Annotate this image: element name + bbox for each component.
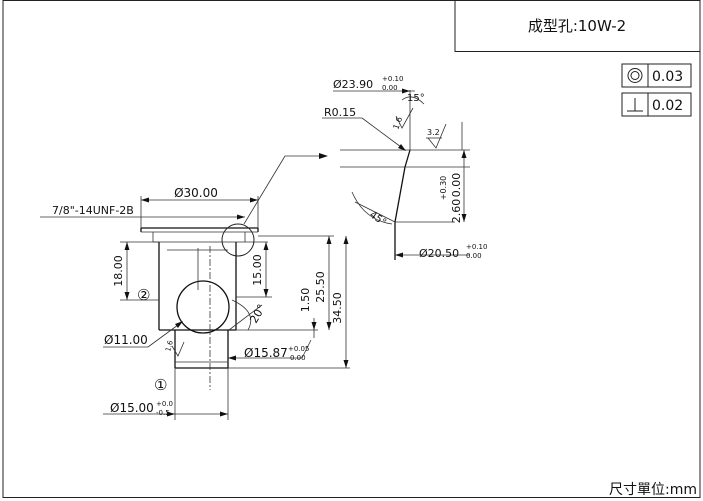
svg-text:R0.15: R0.15: [324, 106, 356, 119]
svg-text:+0.30: +0.30: [439, 176, 448, 201]
dimension-angle45: 45°: [351, 191, 396, 229]
main-view: [140, 223, 268, 390]
svg-text:Ø23.90: Ø23.90: [333, 78, 373, 91]
tolerance-frame-concentricity: 0.03: [621, 63, 692, 88]
svg-text:-0.5: -0.5: [156, 409, 170, 417]
svg-text:25.50: 25.50: [314, 271, 327, 303]
svg-text:34.50: 34.50: [331, 292, 344, 324]
svg-text:7/8"-14UNF-2B: 7/8"-14UNF-2B: [52, 204, 134, 217]
svg-text:+0.10: +0.10: [382, 75, 403, 83]
dimension-h15: 15.00: [236, 242, 272, 298]
dimension-d30: Ø30.00: [140, 186, 259, 228]
svg-text:1.50: 1.50: [299, 288, 312, 313]
dimension-h18: 18.00: [112, 241, 159, 301]
dimension-d1587: Ø15.87 +0.05 0.00: [228, 339, 312, 362]
svg-text:0.00: 0.00: [290, 354, 306, 362]
svg-text:Ø11.00: Ø11.00: [104, 333, 148, 347]
svg-text:+0.05: +0.05: [288, 345, 309, 353]
concentricity-icon: [627, 68, 643, 83]
svg-text:45°: 45°: [367, 209, 388, 228]
roughness-mark-detail-2: 3.2: [426, 122, 463, 150]
dimension-r015: R0.15: [322, 106, 406, 151]
svg-text:Ø15.00: Ø15.00: [110, 401, 154, 415]
detail-leader: [243, 153, 328, 225]
marker-1: ①: [154, 376, 167, 394]
dimension-d11: Ø11.00: [103, 321, 183, 348]
svg-text:Ø30.00: Ø30.00: [174, 186, 218, 200]
dimension-angle20: 20°: [228, 299, 268, 331]
dimension-angle15: 15°: [401, 93, 425, 105]
svg-text:15.00: 15.00: [251, 254, 264, 286]
detail-circle-marker: [221, 223, 255, 257]
roughness-mark-main: 1.6: [164, 339, 185, 357]
dimension-d2390: Ø23.90 +0.10 0.00: [333, 75, 415, 94]
dimension-h260: +0.30 0.00 2.60: [439, 150, 467, 223]
svg-text:1.6: 1.6: [164, 339, 175, 352]
roughness-mark-detail-1: 1.6: [391, 107, 414, 131]
detail-view: [340, 90, 470, 260]
svg-text:0.00: 0.00: [382, 84, 398, 92]
svg-text:2.60: 2.60: [450, 199, 463, 224]
perpendicularity-icon: [627, 98, 643, 112]
svg-text:15°: 15°: [407, 93, 425, 104]
dimension-h2550: 25.50: [258, 235, 334, 330]
svg-text:18.00: 18.00: [112, 255, 125, 287]
svg-text:Ø15.87: Ø15.87: [244, 346, 288, 360]
tolerance-value-perpendicularity: 0.02: [652, 98, 683, 114]
part-name: 成型孔:10W-2: [528, 17, 626, 35]
svg-text:+0.0: +0.0: [156, 400, 173, 408]
marker-2: ②: [137, 286, 150, 304]
dimension-h150: 1.50: [236, 288, 318, 338]
svg-text:1.6: 1.6: [391, 116, 404, 131]
dimension-thread: 7/8"-14UNF-2B: [40, 204, 245, 220]
dimension-d2050: Ø20.50 +0.10 0.00: [395, 243, 487, 260]
svg-text:0.00: 0.00: [450, 173, 463, 198]
svg-text:0.00: 0.00: [466, 252, 482, 260]
svg-text:Ø20.50: Ø20.50: [419, 247, 459, 260]
svg-text:3.2: 3.2: [427, 128, 440, 137]
title-block: [454, 0, 701, 52]
dimension-d15: Ø15.00 +0.0 -0.5: [103, 368, 229, 420]
units-label: 尺寸單位:mm: [609, 482, 697, 498]
tolerance-frame-perpendicularity: 0.02: [621, 92, 692, 117]
through-hole: [176, 280, 230, 334]
dimension-h3450: 34.50: [228, 236, 350, 369]
tolerance-value-concentricity: 0.03: [652, 69, 683, 85]
svg-text:+0.10: +0.10: [466, 243, 487, 251]
